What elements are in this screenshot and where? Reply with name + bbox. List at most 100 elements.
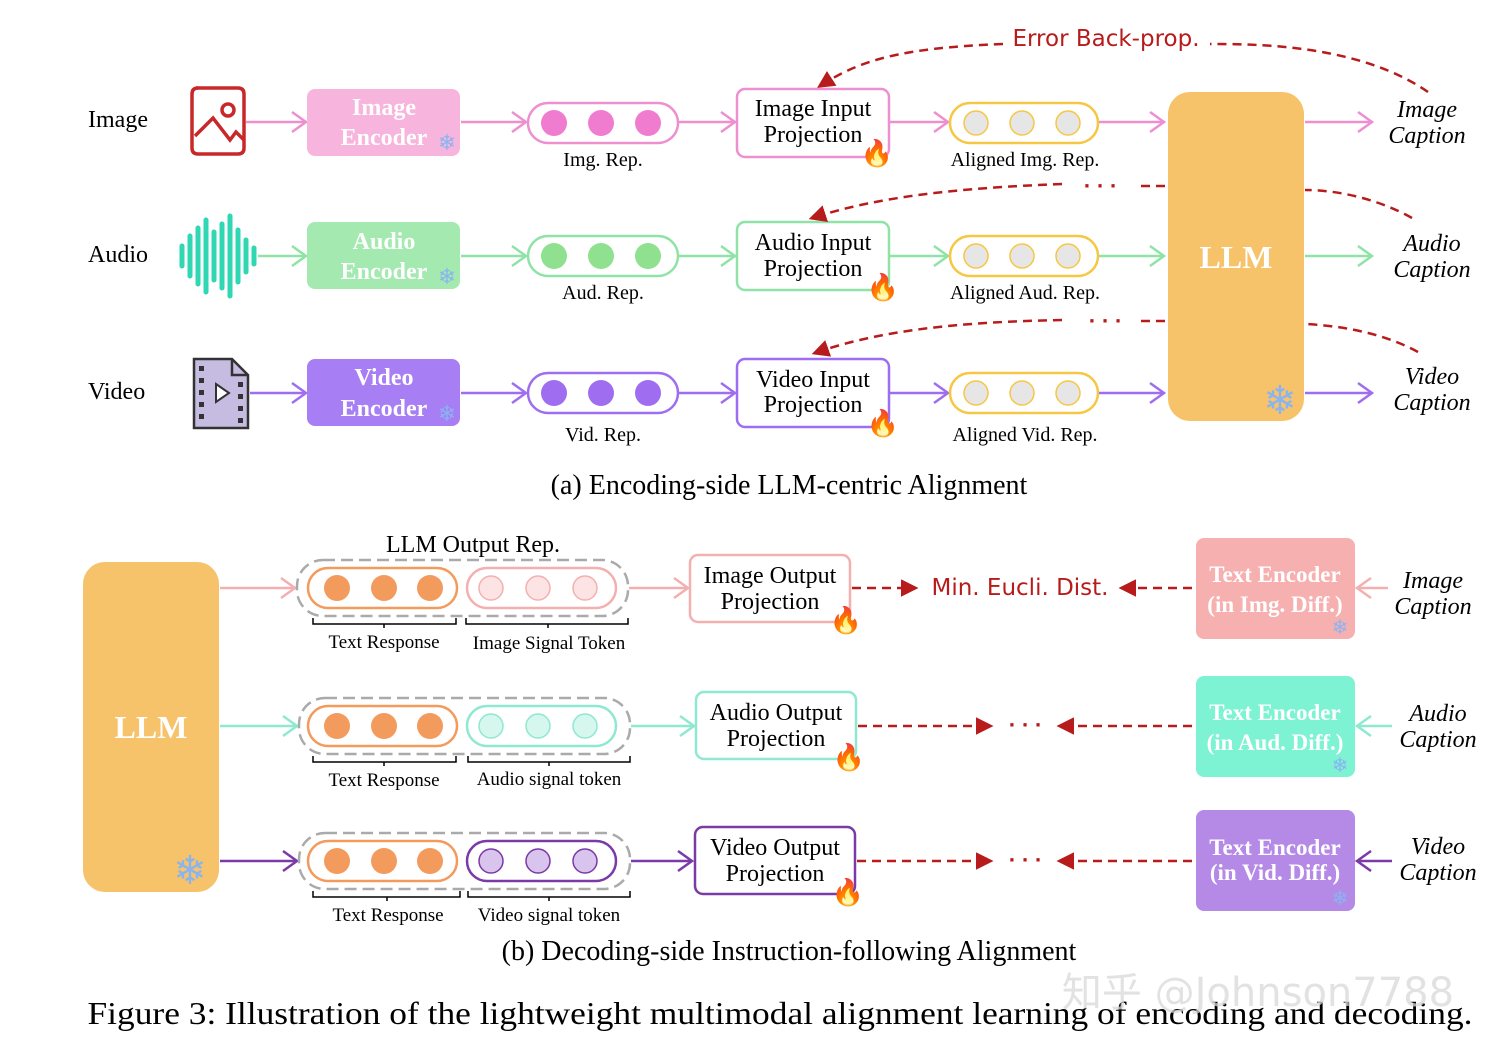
aligned-aud-label: Aligned Aud. Rep. [950,282,1100,304]
arrow-audio-tokens-to-proj [631,714,697,738]
aligned-aud-token [963,243,989,269]
arrow-image-caption-to-encoder [1354,576,1388,600]
row-label-video: Video [88,379,145,405]
fire-icon: 🔥 [867,408,899,439]
vid-rep-label: Vid. Rep. [565,424,641,446]
video-caption-input: Video Caption [1399,834,1476,886]
text-response-token [417,713,443,739]
arrow-image-to-encoder [246,110,309,134]
image-file-icon [190,86,246,156]
arrow-vid-encoder-to-rep [461,381,529,405]
image-input-projection-label-2: Projection [764,122,863,148]
audio-caption-input-1: Audio [1407,701,1466,727]
video-caption-input-1: Video [1411,834,1465,860]
snowflake-icon: ❄ [438,265,456,290]
audio-input-projection-label-2: Projection [764,256,863,282]
video-caption-output: Video Caption [1393,364,1470,416]
aligned-vid-tokens [948,371,1100,415]
arrow-llm-to-image-caption [1305,110,1375,134]
aligned-vid-token [1055,380,1081,406]
distance-arrows [852,579,1192,870]
arrow-llm-to-video-tokens [220,849,300,873]
video-signal-token [572,848,598,874]
text-encoder-aud: Text Encoder (in Aud. Diff.) ❄ [1196,676,1355,777]
aud-rep-tokens [526,234,680,278]
llm-label-bottom: LLM [115,709,188,745]
video-signal-token [478,848,504,874]
text-encoder-vid-label-1: Text Encoder [1209,835,1340,860]
video-encoder-label-1: Video [354,365,413,391]
image-input-projection-label-1: Image Input [755,96,872,122]
watermark: 知乎 @Johnson7788 [1062,970,1454,1016]
audio-output-projection-label-1: Audio Output [710,700,843,726]
video-caption-input-2: Caption [1399,860,1476,886]
ellipsis-bottom-1: · · · [1008,715,1041,736]
figure-caption: Figure 3: Illustration of the lightweigh… [88,995,1473,1031]
arrow-image-tokens-to-proj [629,576,691,600]
audio-signal-token [478,713,504,739]
video-encoder-label-2: Encoder [341,396,428,422]
arrow-aud-encoder-to-rep [461,244,529,268]
image-output-projection-label-1: Image Output [704,563,837,589]
braces-row3 [312,891,631,901]
arrow-video-tokens-to-proj [631,849,695,873]
audio-input-projection: Audio Input Projection 🔥 [735,220,899,303]
image-signal-token [525,575,551,601]
arrow-img-proj-to-aligned [890,110,951,134]
aligned-aud-token [1055,243,1081,269]
row-label-image: Image [88,107,148,133]
text-encoder-img-label-1: Text Encoder [1209,562,1340,587]
video-caption-output-2: Caption [1393,390,1470,416]
video-input-projection: Video Input Projection 🔥 [735,357,899,439]
audio-output-projection: Audio Output Projection 🔥 [694,690,865,773]
arrow-aligned-vid-to-llm [1099,381,1167,405]
image-signal-label: Image Signal Token [473,633,626,654]
snowflake-icon: ❄ [438,131,456,156]
arrow-img-rep-to-proj [679,110,738,134]
snowflake-icon: ❄ [1263,378,1297,424]
audio-caption-input-2: Caption [1399,727,1476,753]
image-caption-output: Image Caption [1388,97,1465,149]
image-caption-output-1: Image [1396,97,1457,123]
text-response-label-3: Text Response [332,905,443,926]
arrow-llm-to-audio-caption [1305,244,1375,268]
text-response-token [371,713,397,739]
img-rep-token [635,110,661,136]
error-backprop-arrows [808,42,1429,357]
audio-output-rep-group [297,696,632,756]
arrow-img-encoder-to-rep [461,110,529,134]
snowflake-icon: ❄ [173,848,207,894]
arrow-aud-rep-to-proj [679,244,738,268]
llm-label-top: LLM [1200,239,1273,275]
text-response-token [417,848,443,874]
image-signal-token [478,575,504,601]
arrow-aligned-img-to-llm [1099,110,1167,134]
text-response-token [371,575,397,601]
text-response-label-1: Text Response [328,632,439,653]
video-signal-label: Video signal token [478,905,621,926]
aud-rep-token [635,243,661,269]
arrow-aud-proj-to-aligned [890,244,951,268]
text-encoder-img: Text Encoder (in Img. Diff.) ❄ [1196,538,1355,639]
vid-rep-token [635,380,661,406]
video-output-projection-label-2: Projection [726,861,825,887]
text-response-token [417,575,443,601]
audio-signal-token [572,713,598,739]
aligned-vid-token [963,380,989,406]
audio-encoder: Audio Encoder ❄ [307,222,460,290]
snowflake-icon: ❄ [1332,753,1349,777]
arrow-vid-proj-to-aligned [890,381,951,405]
arrow-llm-to-video-caption [1305,381,1375,405]
aud-rep-token [541,243,567,269]
image-encoder: Image Encoder ❄ [307,89,460,156]
ellipsis-top-1: · · · [1083,176,1116,197]
video-signal-token [525,848,551,874]
image-caption-output-2: Caption [1388,123,1465,149]
image-caption-input: Image Caption [1394,568,1471,620]
video-input-projection-label-1: Video Input [756,367,870,393]
text-response-token [324,848,350,874]
min-eucli-dist-label: Min. Eucli. Dist. [931,575,1108,601]
video-input-projection-label-2: Projection [764,392,863,418]
aud-rep-token [588,243,614,269]
caption-a: (a) Encoding-side LLM-centric Alignment [551,470,1028,501]
